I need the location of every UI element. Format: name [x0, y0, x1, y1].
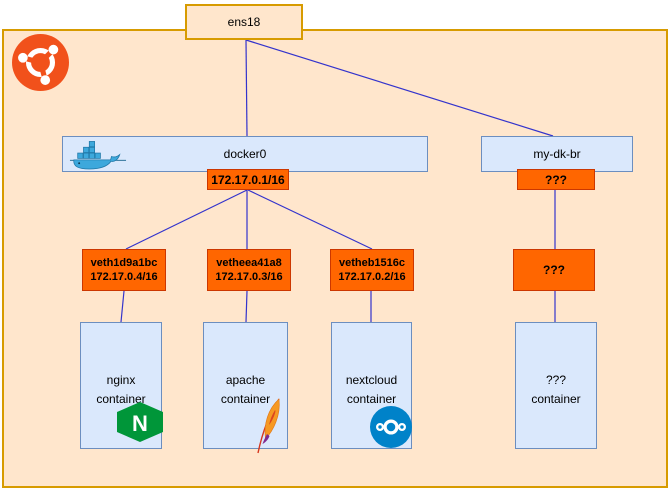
veth2-name: vetheea41a8 — [216, 257, 282, 269]
veth1-ip: 172.17.0.4/16 — [90, 271, 158, 283]
container-unknown-line1: ??? — [545, 373, 567, 387]
apache-feather-icon — [257, 398, 280, 454]
container-nginx-label: nginx container — [81, 371, 161, 409]
container-apache: apache container — [203, 322, 288, 454]
container-nextcloud-label: nextcloud container — [332, 371, 411, 409]
my-dk-br-ip-badge: ??? — [517, 169, 595, 190]
container-unknown: ??? container — [515, 322, 597, 449]
veth-unknown-name: ??? — [543, 263, 565, 277]
docker0-label: docker0 — [223, 147, 267, 161]
veth2-ip: 172.17.0.3/16 — [215, 271, 283, 283]
container-nextcloud-line2: container — [346, 392, 397, 406]
container-apache-line1: apache — [225, 373, 266, 387]
node-ens18: ens18 — [185, 4, 303, 40]
svg-text:N: N — [132, 411, 148, 436]
nginx-logo-icon: N — [117, 402, 163, 442]
my-dk-br-label: my-dk-br — [533, 147, 581, 161]
veth3-ip: 172.17.0.2/16 — [338, 271, 406, 283]
docker-whale-icon — [69, 141, 127, 170]
container-nginx-line1: nginx — [106, 373, 136, 387]
my-dk-br-ip-label: ??? — [545, 172, 567, 187]
veth2-badge: vetheea41a8 172.17.0.3/16 — [207, 249, 291, 291]
veth1-badge: veth1d9a1bc 172.17.0.4/16 — [82, 249, 166, 291]
veth1-name: veth1d9a1bc — [90, 257, 158, 269]
veth3-name: vetheb1516c — [338, 257, 406, 269]
docker0-ip-badge: 172.17.0.1/16 — [207, 169, 289, 190]
ubuntu-logo-icon — [12, 34, 69, 91]
veth3-badge: vetheb1516c 172.17.0.2/16 — [330, 249, 414, 291]
nextcloud-logo-icon — [370, 406, 412, 448]
container-nginx: nginx container N — [80, 322, 163, 449]
container-unknown-label: ??? container — [516, 371, 596, 409]
ens18-label: ens18 — [227, 15, 261, 29]
node-docker0: docker0 — [62, 136, 428, 172]
container-apache-line2: container — [220, 392, 271, 406]
container-nginx-line2: container — [96, 392, 146, 406]
container-nextcloud: nextcloud container — [331, 322, 412, 449]
container-apache-label: apache container — [204, 371, 287, 409]
docker0-ip-label: 172.17.0.1/16 — [211, 172, 285, 187]
node-my-dk-br: my-dk-br — [481, 136, 633, 172]
container-unknown-line2: container — [531, 392, 581, 406]
veth-unknown-badge: ??? — [513, 249, 595, 291]
container-nextcloud-line1: nextcloud — [345, 373, 398, 387]
